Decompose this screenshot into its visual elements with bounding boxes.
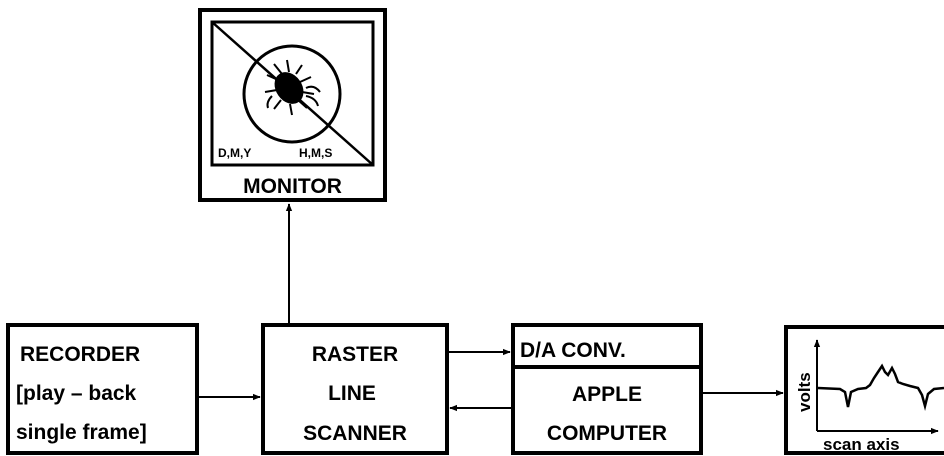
plot-ylabel: volts xyxy=(795,372,814,412)
computer-box xyxy=(511,323,703,455)
converter-label: D/A CONV. xyxy=(520,339,626,362)
monitor-screen xyxy=(210,20,375,167)
specimen-icon xyxy=(264,59,321,116)
computer-block: D/A CONV. APPLE COMPUTER xyxy=(511,323,703,455)
recorder-line3: single frame] xyxy=(16,421,147,444)
computer-line2: COMPUTER xyxy=(547,422,667,445)
scanner-line3: SCANNER xyxy=(303,422,407,445)
recorder-box xyxy=(6,323,199,455)
monitor-block: D,M,Y H,M,S MONITOR xyxy=(198,8,387,202)
plot-signal-trace xyxy=(817,363,944,411)
plot-xlabel: scan axis xyxy=(823,435,900,454)
scanner-line1: RASTER xyxy=(312,343,398,366)
monitor-caption: MONITOR xyxy=(243,175,342,198)
connectors xyxy=(197,203,784,412)
signal-plot-block: volts scan axis xyxy=(784,325,944,455)
recorder-block: RECORDER [play – back single frame] xyxy=(6,323,199,455)
recorder-line1: RECORDER xyxy=(20,343,140,366)
scanner-box xyxy=(261,323,449,455)
monitor-date-label: D,M,Y xyxy=(218,146,251,160)
recorder-line2: [play – back xyxy=(16,382,137,405)
plot-frame xyxy=(784,325,944,455)
monitor-field-circle xyxy=(242,44,342,144)
scanner-block: RASTER LINE SCANNER xyxy=(261,323,449,455)
monitor-time-label: H,M,S xyxy=(299,146,332,160)
monitor-outer-frame xyxy=(198,8,387,202)
scanner-line2: LINE xyxy=(328,382,376,405)
computer-line1: APPLE xyxy=(572,383,642,406)
